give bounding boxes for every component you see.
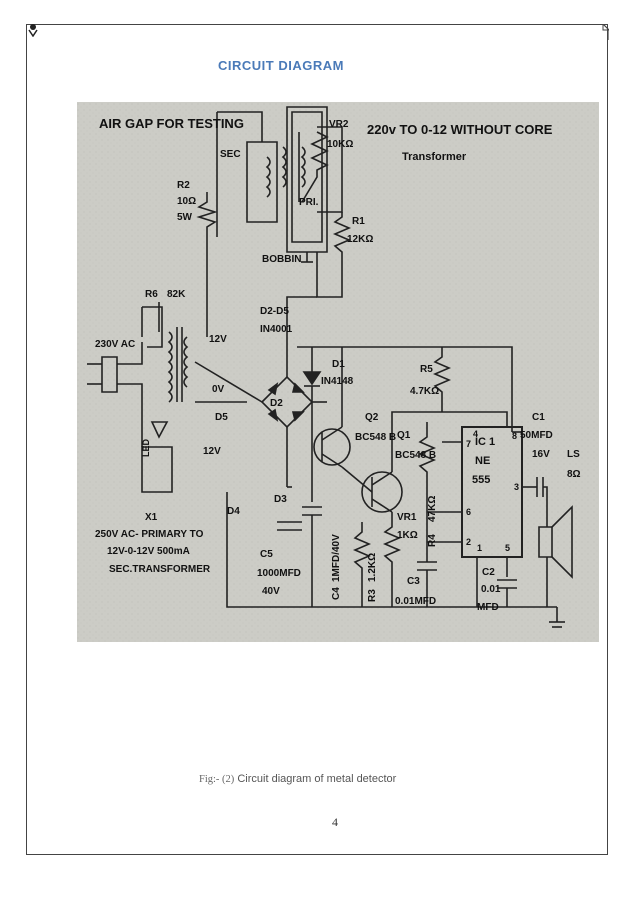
label-in4001: IN4001 bbox=[260, 324, 293, 335]
label-c5: C5 bbox=[260, 549, 273, 560]
header-transformer: 220v TO 0-12 WITHOUT CORE bbox=[367, 122, 553, 137]
label-r4: R4 bbox=[427, 534, 438, 547]
label-led: LED bbox=[141, 438, 151, 457]
label-pin5: 5 bbox=[505, 543, 510, 553]
label-d2d5: D2-D5 bbox=[260, 306, 289, 317]
label-d1: D1 bbox=[332, 359, 345, 370]
label-pin1: 1 bbox=[477, 543, 482, 553]
label-ic1: IC 1 bbox=[475, 436, 495, 448]
label-q1-type: BC548 B bbox=[395, 450, 436, 461]
label-ne-num: 555 bbox=[472, 474, 490, 486]
label-q2: Q2 bbox=[365, 412, 379, 423]
label-vr2: VR2 bbox=[329, 119, 349, 130]
label-x1: X1 bbox=[145, 512, 158, 523]
label-vr1-val: 1KΩ bbox=[397, 530, 418, 541]
label-sec: SEC bbox=[220, 149, 241, 160]
page-title: CIRCUIT DIAGRAM bbox=[218, 58, 344, 73]
figure-caption: Fig:- (2) Circuit diagram of metal detec… bbox=[199, 773, 396, 785]
label-r2: R2 bbox=[177, 180, 190, 191]
page-number: 4 bbox=[332, 815, 338, 829]
label-xfmr-3: SEC.TRANSFORMER bbox=[109, 564, 211, 575]
label-d4: D4 bbox=[227, 506, 240, 517]
label-q2-type: BC548 B bbox=[355, 432, 396, 443]
label-r5: R5 bbox=[420, 364, 433, 375]
label-r1: R1 bbox=[352, 216, 365, 227]
circuit-diagram-image: AIR GAP FOR TESTING 220v TO 0-12 WITHOUT… bbox=[77, 102, 599, 642]
label-12v: 12V bbox=[209, 334, 227, 345]
label-r4-val: 47KΩ bbox=[427, 496, 438, 522]
figure-number: Fig:- (2) bbox=[199, 774, 235, 785]
label-r6: R6 bbox=[145, 289, 158, 300]
label-r3: R3 bbox=[367, 589, 378, 602]
label-r5-val: 4.7KΩ bbox=[410, 386, 439, 397]
label-vr1: VR1 bbox=[397, 512, 417, 523]
label-d2: D2 bbox=[270, 398, 283, 409]
figure-caption-text: Circuit diagram of metal detector bbox=[237, 773, 397, 785]
header-transformer-2: Transformer bbox=[402, 151, 467, 163]
page-border bbox=[26, 24, 608, 855]
label-in4148: IN4148 bbox=[321, 376, 354, 387]
label-ac-in: 230V AC bbox=[95, 339, 135, 350]
label-pin3: 3 bbox=[514, 482, 519, 492]
label-c2-unit: MFD bbox=[477, 602, 499, 613]
page-fold-icon bbox=[593, 24, 609, 40]
label-c5-v: 40V bbox=[262, 586, 280, 597]
label-0v: 0V bbox=[212, 384, 225, 395]
label-c3-val: 0.01MFD bbox=[395, 596, 436, 607]
label-pri: PRI. bbox=[299, 197, 319, 208]
header-air-gap: AIR GAP FOR TESTING bbox=[99, 116, 244, 131]
label-pin6: 6 bbox=[466, 507, 471, 517]
label-c5-val: 1000MFD bbox=[257, 568, 301, 579]
label-d5: D5 bbox=[215, 412, 228, 423]
label-c2: C2 bbox=[482, 567, 495, 578]
label-c4: C4 bbox=[331, 587, 342, 600]
label-c3: C3 bbox=[407, 576, 420, 587]
label-pin2: 2 bbox=[466, 537, 471, 547]
label-c1: C1 bbox=[532, 412, 545, 423]
label-r1-val: 12KΩ bbox=[347, 234, 373, 245]
label-bobbin: BOBBIN bbox=[262, 254, 301, 265]
label-ls: LS bbox=[567, 449, 580, 460]
bookmark-icon bbox=[28, 24, 38, 37]
label-pin8: 8 bbox=[512, 431, 517, 441]
label-ne: NE bbox=[475, 455, 490, 467]
label-12v-b: 12V bbox=[203, 446, 221, 457]
label-pin4: 4 bbox=[473, 429, 478, 439]
label-r6-val: 82K bbox=[167, 289, 186, 300]
label-c2-val: 0.01 bbox=[481, 584, 501, 595]
label-d3: D3 bbox=[274, 494, 287, 505]
label-c1-v: 16V bbox=[532, 449, 550, 460]
label-r2-w: 5W bbox=[177, 212, 193, 223]
label-r3-val: 1.2KΩ bbox=[367, 553, 378, 582]
label-xfmr-1: 250V AC- PRIMARY TO bbox=[95, 529, 204, 540]
label-vr2-val: 10KΩ bbox=[327, 139, 353, 150]
circuit-schematic: AIR GAP FOR TESTING 220v TO 0-12 WITHOUT… bbox=[77, 102, 599, 642]
label-q1: Q1 bbox=[397, 430, 411, 441]
label-pin7: 7 bbox=[466, 439, 471, 449]
label-r2-val: 10Ω bbox=[177, 196, 196, 207]
label-ls-val: 8Ω bbox=[567, 469, 581, 480]
label-c1-val: 50MFD bbox=[520, 430, 553, 441]
label-c4-val: 1MFD/40V bbox=[331, 534, 342, 582]
label-xfmr-2: 12V-0-12V 500mA bbox=[107, 546, 190, 557]
